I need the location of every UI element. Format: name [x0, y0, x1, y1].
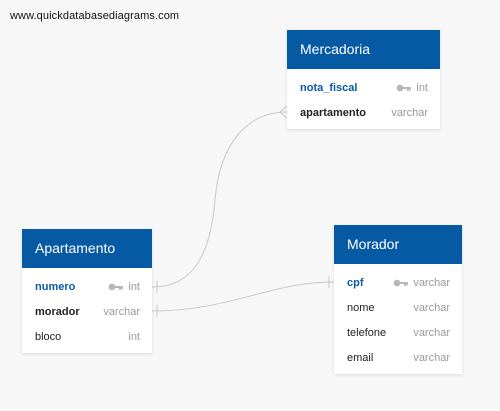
field-name: nota_fiscal [300, 81, 358, 94]
field-type: varchar [413, 276, 450, 289]
field-numero[interactable]: numero int [22, 274, 152, 299]
table-morador-title[interactable]: Morador [334, 225, 462, 264]
field-type: varchar [413, 301, 450, 314]
field-name: numero [35, 280, 76, 293]
link-numero-apartamento [151, 111, 288, 288]
field-type: varchar [413, 351, 450, 364]
link-apartamento-crowfoot-top [279, 105, 288, 113]
field-type: varchar [413, 326, 450, 339]
watermark: www.quickdatabasediagrams.com [10, 10, 180, 22]
field-type: varchar [103, 305, 140, 318]
field-name: bloco [35, 330, 62, 343]
field-type: varchar [391, 106, 428, 119]
field-nota-fiscal[interactable]: nota_fiscal int [287, 75, 440, 100]
table-apartamento-title[interactable]: Apartamento [22, 229, 152, 268]
field-name: morador [35, 305, 80, 318]
field-name: apartamento [300, 106, 367, 119]
field-email[interactable]: email varchar [334, 345, 462, 370]
field-type: int [128, 280, 140, 293]
field-type: int [416, 81, 428, 94]
field-name: cpf [347, 276, 364, 289]
key-icon [393, 279, 409, 286]
field-telefone[interactable]: telefone varchar [334, 320, 462, 345]
table-apartamento[interactable]: Apartamento numero int morador varchar b… [22, 229, 152, 353]
table-morador[interactable]: Morador cpf varchar nome varchar telefon… [334, 225, 462, 374]
table-mercadoria-title[interactable]: Mercadoria [287, 30, 440, 69]
link-morador-cpf [151, 281, 335, 312]
field-name: email [347, 351, 374, 364]
field-name: nome [347, 301, 375, 314]
field-name: telefone [347, 326, 387, 339]
table-mercadoria[interactable]: Mercadoria nota_fiscal int apartamento v… [287, 30, 440, 129]
field-bloco[interactable]: bloco int [22, 324, 152, 349]
key-icon [396, 84, 412, 91]
field-type: int [128, 330, 140, 343]
field-cpf[interactable]: cpf varchar [334, 270, 462, 295]
field-apartamento[interactable]: apartamento varchar [287, 100, 440, 125]
link-apartamento-crowfoot-bottom [279, 111, 288, 119]
key-icon [108, 283, 124, 290]
field-morador[interactable]: morador varchar [22, 299, 152, 324]
field-nome[interactable]: nome varchar [334, 295, 462, 320]
